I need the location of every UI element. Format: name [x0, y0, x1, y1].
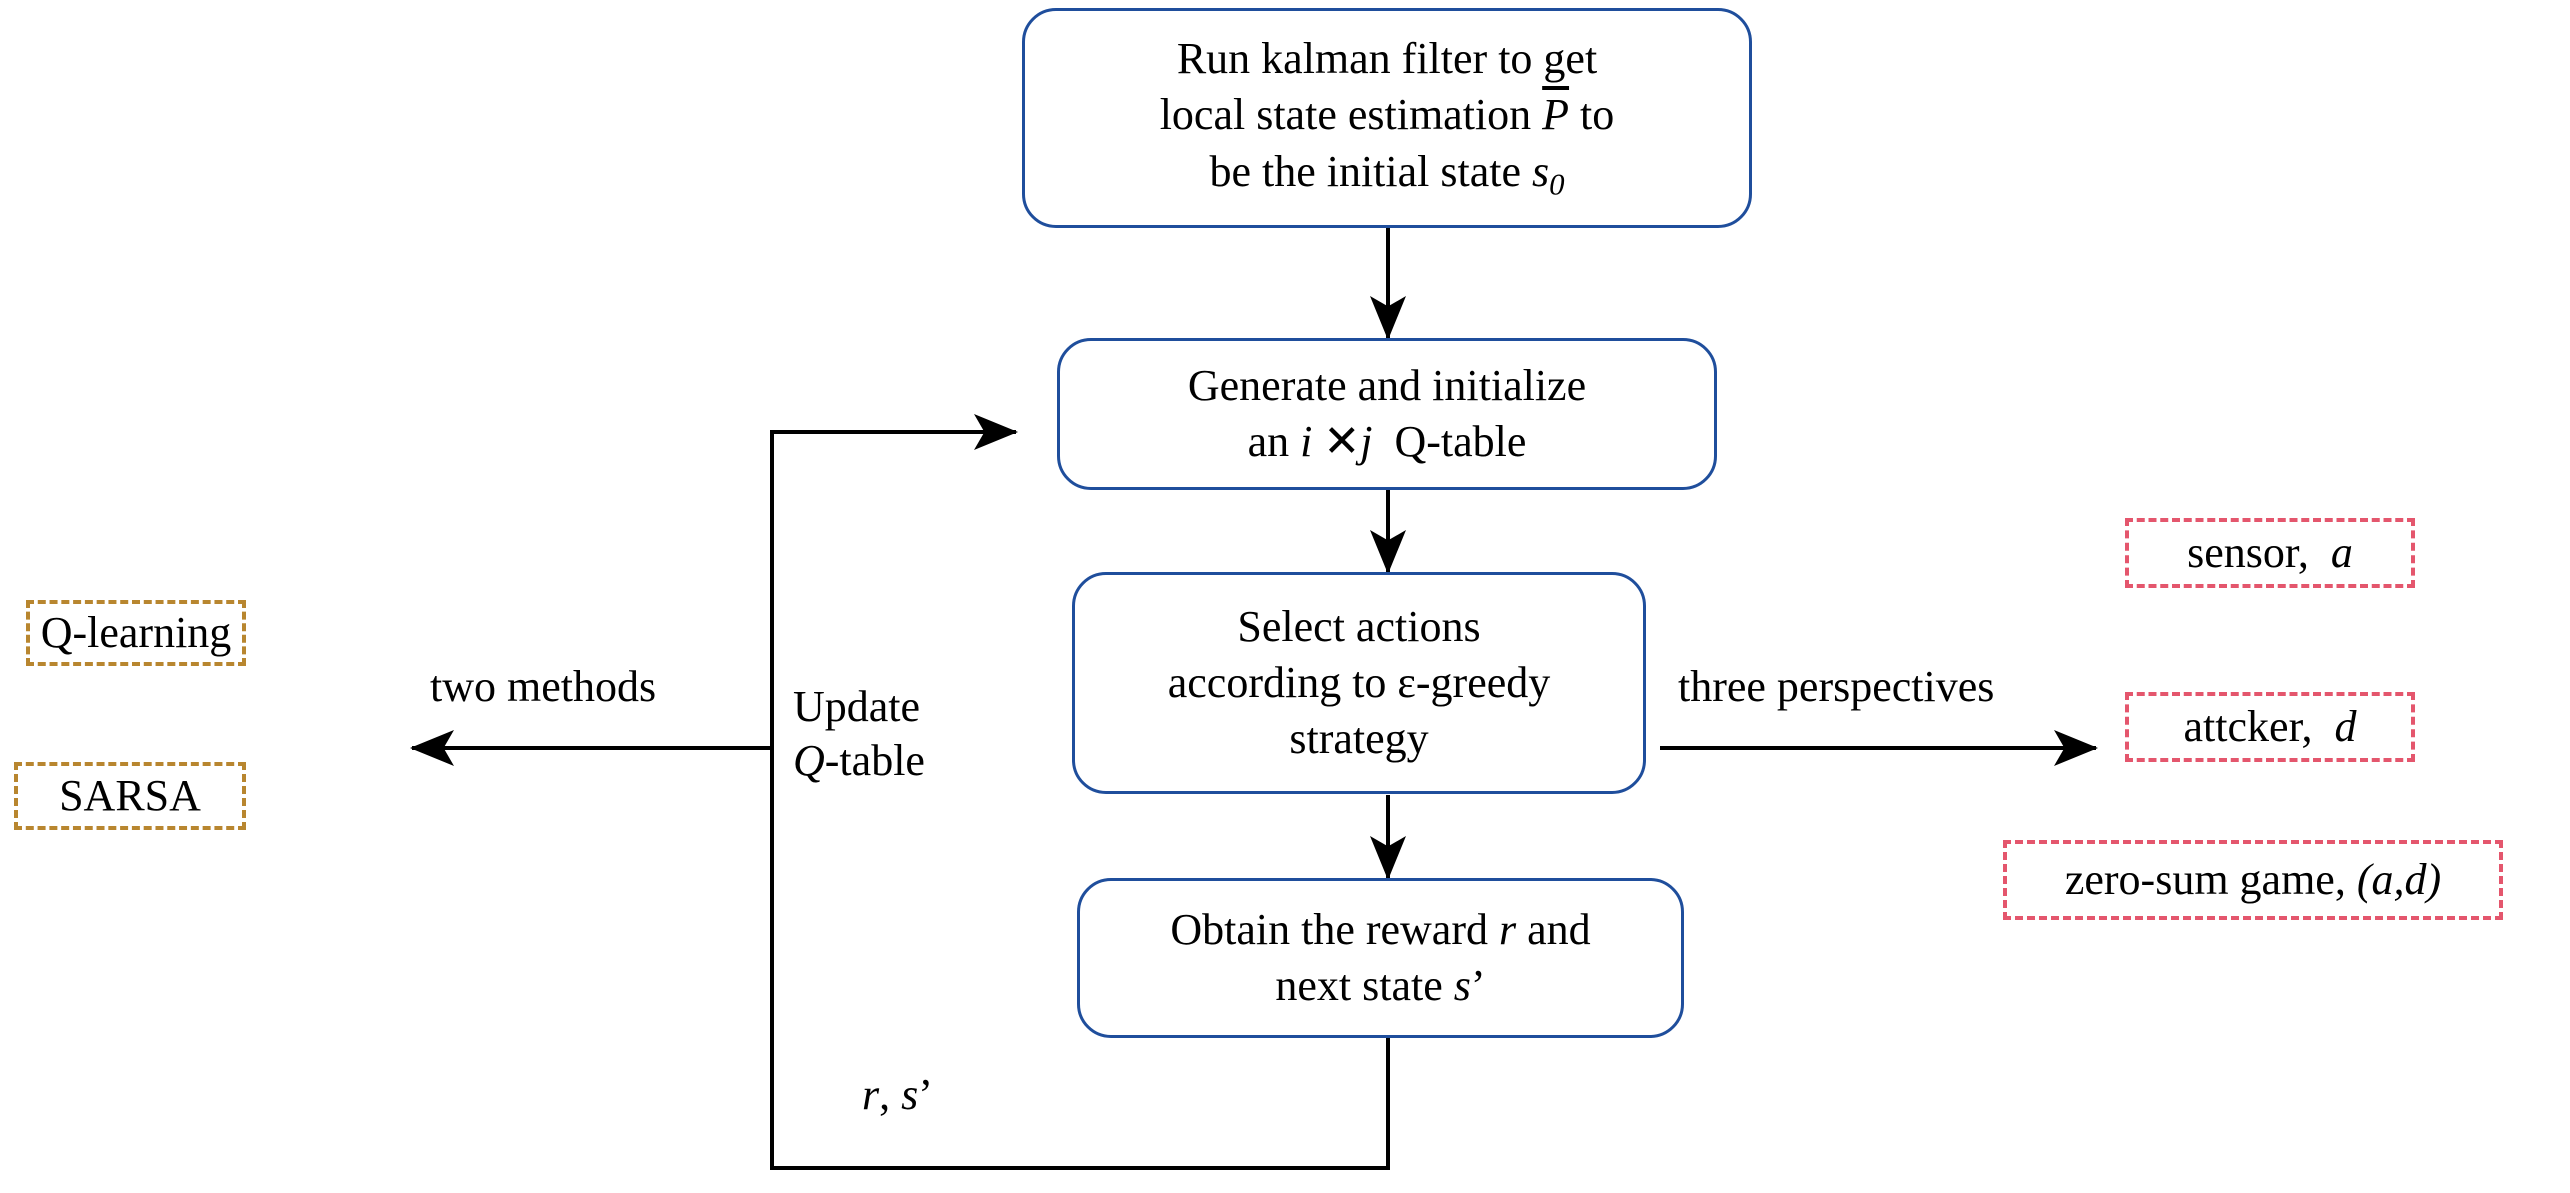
generate-line-2-pre: an: [1247, 417, 1301, 466]
method-box-q-learning-label: Q-learning: [40, 607, 232, 657]
method-box-q-learning[interactable]: Q-learning: [26, 600, 246, 666]
obtain-line-1-pre: Obtain the reward: [1170, 904, 1499, 954]
generate-symbol-j: j: [1360, 417, 1373, 466]
process-box-obtain-reward-text: Obtain the reward r and next state s’: [1094, 902, 1667, 1015]
process-box-generate-qtable[interactable]: Generate and initialize an i ✕j Q-table: [1057, 338, 1717, 490]
kalman-line-1: Run kalman filter to get: [1176, 34, 1598, 84]
update-qtable-symbol-q: Q: [793, 735, 825, 785]
method-box-sarsa[interactable]: SARSA: [14, 762, 246, 830]
two-methods-text: two methods: [430, 662, 657, 711]
perspective-sensor-symbol: a: [2330, 527, 2353, 577]
perspective-box-sensor-text: sensor, a: [2187, 527, 2353, 580]
update-qtable-line-2-rest: -table: [824, 735, 925, 785]
method-box-sarsa-label: SARSA: [59, 770, 201, 820]
obtain-symbol-r: r: [1499, 904, 1517, 954]
generate-symbol-i: i: [1300, 417, 1313, 466]
select-line-2: according to ε-greedy: [1167, 657, 1551, 707]
edge-label-two-methods: two methods: [430, 660, 656, 714]
kalman-symbol-s: s: [1532, 146, 1550, 196]
edge-label-three-perspectives: three perspectives: [1678, 660, 1994, 714]
process-box-generate-qtable-text: Generate and initialize an i ✕j Q-table: [1074, 358, 1700, 471]
process-box-select-actions-text: Select actions according to ε-greedy str…: [1089, 599, 1629, 768]
perspective-attacker-prefix: attcker,: [2183, 701, 2313, 751]
perspective-box-zero-sum-game-text: zero-sum game, (a,d): [2065, 854, 2441, 907]
process-box-kalman-init[interactable]: Run kalman filter to get local state est…: [1022, 8, 1752, 228]
update-qtable-line-1: Update: [793, 682, 921, 731]
process-box-select-actions[interactable]: Select actions according to ε-greedy str…: [1072, 572, 1646, 794]
feedback-symbol-s: s: [901, 1070, 919, 1119]
perspective-box-attacker-text: attcker, d: [2184, 701, 2357, 754]
perspective-zero-sum-symbol: (a,d): [2356, 854, 2442, 904]
multiply-icon: ✕: [1323, 417, 1361, 466]
perspective-box-sensor[interactable]: sensor, a: [2125, 518, 2415, 588]
select-line-3: strategy: [1289, 714, 1429, 764]
feedback-separator: ,: [879, 1070, 902, 1119]
feedback-symbol-r: r: [862, 1070, 880, 1119]
perspective-box-attacker[interactable]: attcker, d: [2125, 692, 2415, 762]
perspective-attacker-symbol: d: [2334, 701, 2357, 751]
perspective-box-zero-sum-game[interactable]: zero-sum game, (a,d): [2003, 840, 2503, 920]
obtain-symbol-s-prime: ’: [1470, 961, 1486, 1010]
generate-line-2-post: Q-table: [1394, 417, 1527, 466]
kalman-line-3-pre: be the initial state: [1209, 146, 1533, 196]
kalman-symbol-s-subscript: 0: [1549, 167, 1565, 202]
perspective-sensor-prefix: sensor,: [2187, 527, 2309, 577]
process-box-obtain-reward[interactable]: Obtain the reward r and next state s’: [1077, 878, 1684, 1038]
kalman-symbol-p-bar: P: [1542, 90, 1570, 140]
obtain-line-1-post: and: [1516, 904, 1591, 954]
select-line-1: Select actions: [1237, 601, 1481, 651]
process-box-kalman-init-text: Run kalman filter to get local state est…: [1039, 31, 1735, 205]
kalman-line-2-post: to: [1569, 90, 1615, 140]
edge-label-feedback-r-s-prime: r, s’: [862, 1068, 933, 1122]
obtain-symbol-s: s: [1453, 961, 1471, 1010]
feedback-symbol-s-prime: ’: [918, 1070, 933, 1119]
arrow-feedback-loop: [770, 414, 1390, 1170]
generate-line-1: Generate and initialize: [1187, 360, 1587, 410]
three-perspectives-text: three perspectives: [1678, 662, 1995, 711]
perspective-zero-sum-prefix: zero-sum game,: [2064, 854, 2346, 904]
kalman-line-2-pre: local state estimation: [1159, 90, 1543, 140]
edge-label-update-qtable: Update Q-table: [793, 680, 925, 787]
obtain-line-2-pre: next state: [1275, 961, 1454, 1010]
